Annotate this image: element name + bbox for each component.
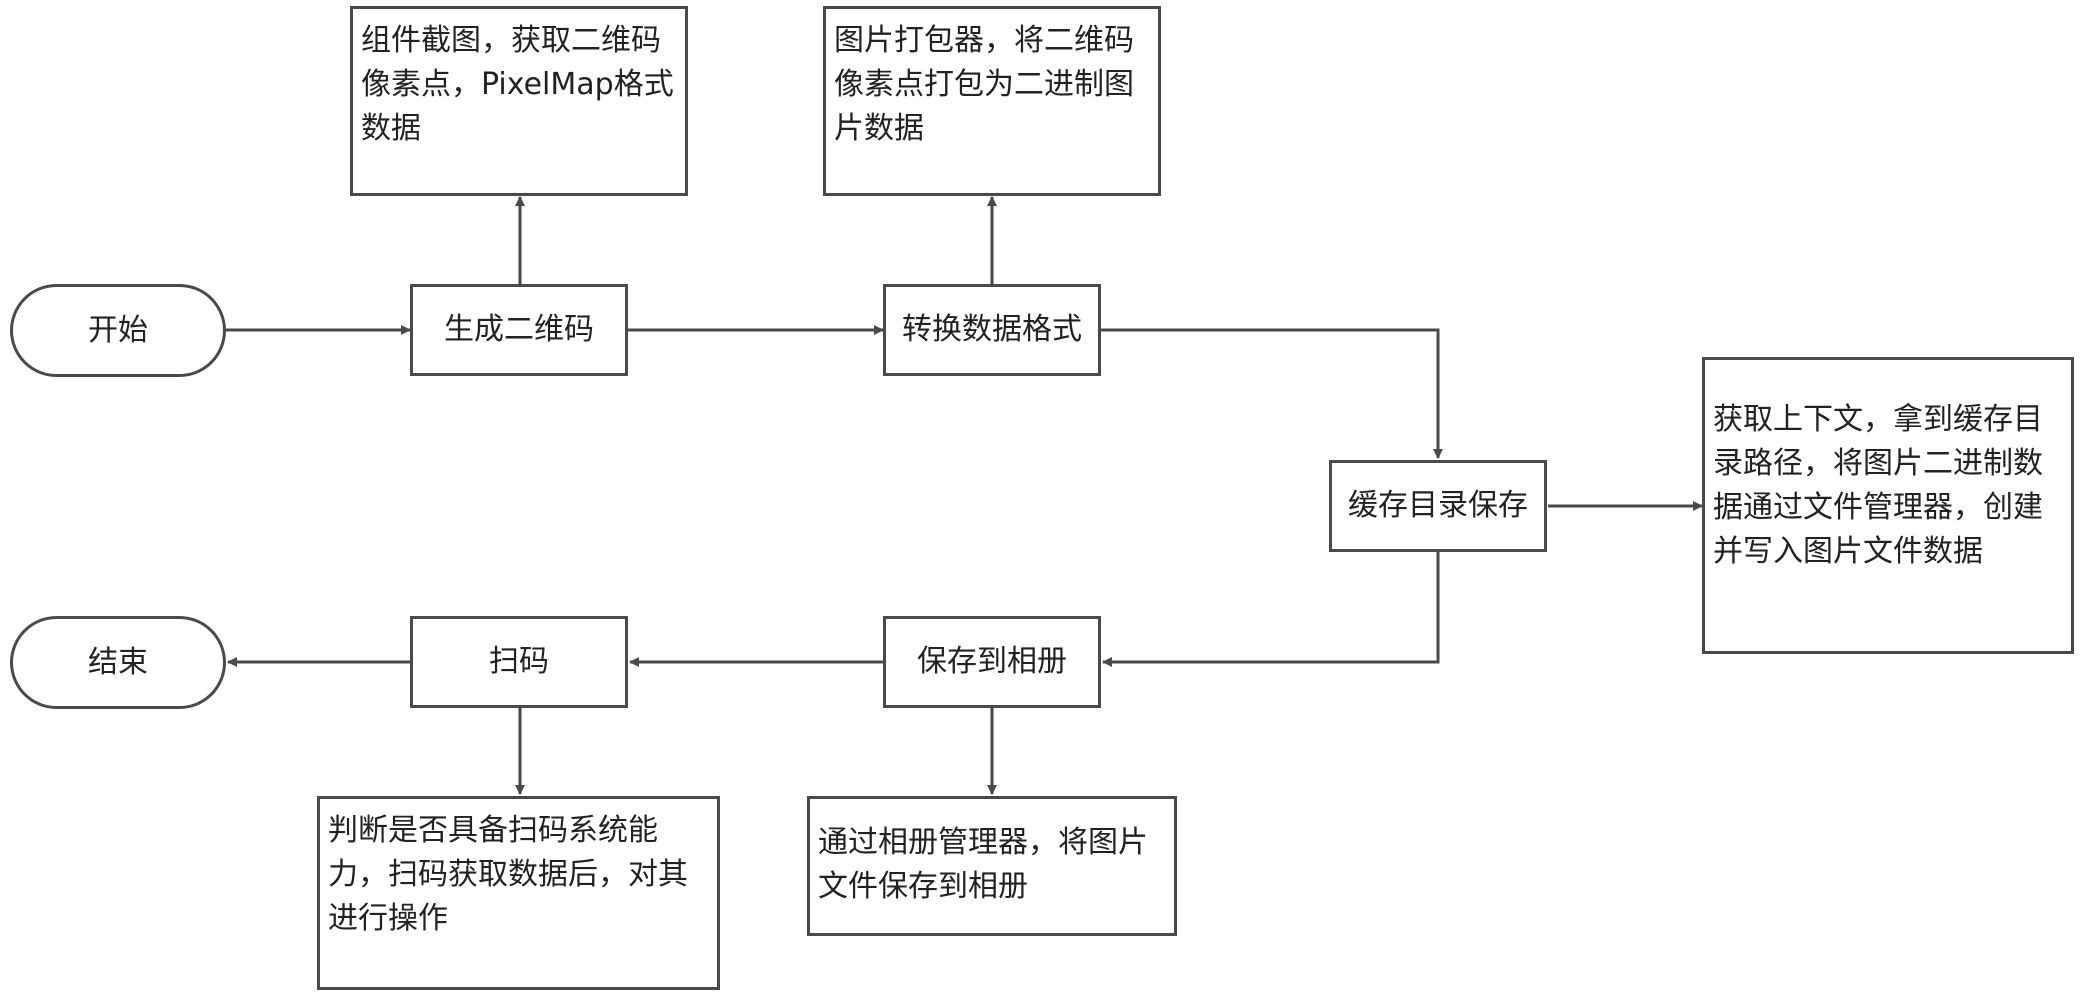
scan-node: 扫码 <box>410 616 628 708</box>
packer-note: 图片打包器，将二维码像素点打包为二进制图片数据 <box>823 6 1161 196</box>
cache-detail-note: 获取上下文，拿到缓存目录路径，将图片二进制数据通过文件管理器，创建并写入图片文件… <box>1702 357 2074 654</box>
generate-qr-node: 生成二维码 <box>410 284 628 376</box>
arrow-convert-to-cache <box>1100 328 1443 459</box>
packer-note-text: 图片打包器，将二维码像素点打包为二进制图片数据 <box>834 23 1134 146</box>
scan-detail-note: 判断是否具备扫码系统能力，扫码获取数据后，对其进行操作 <box>317 796 720 990</box>
start-label: 开始 <box>88 312 148 348</box>
album-detail-note: 通过相册管理器，将图片文件保存到相册 <box>807 796 1177 936</box>
snapshot-note: 组件截图，获取二维码像素点，PixelMap格式数据 <box>350 6 688 196</box>
save-album-node: 保存到相册 <box>883 616 1101 708</box>
arrow-cache-to-album <box>1102 552 1440 667</box>
scan-label: 扫码 <box>489 644 549 679</box>
album-detail-note-text: 通过相册管理器，将图片文件保存到相册 <box>818 825 1148 904</box>
generate-qr-label: 生成二维码 <box>444 312 594 347</box>
scan-detail-note-text: 判断是否具备扫码系统能力，扫码获取数据后，对其进行操作 <box>328 813 688 936</box>
cache-detail-note-text: 获取上下文，拿到缓存目录路径，将图片二进制数据通过文件管理器，创建并写入图片文件… <box>1713 402 2043 569</box>
save-album-label: 保存到相册 <box>917 644 1067 679</box>
cache-save-node: 缓存目录保存 <box>1329 460 1547 552</box>
convert-format-node: 转换数据格式 <box>883 284 1101 376</box>
convert-format-label: 转换数据格式 <box>902 312 1082 347</box>
snapshot-note-text: 组件截图，获取二维码像素点，PixelMap格式数据 <box>361 23 674 146</box>
start-node: 开始 <box>10 284 226 377</box>
end-node: 结束 <box>10 616 226 709</box>
cache-save-label: 缓存目录保存 <box>1348 488 1528 523</box>
end-label: 结束 <box>88 644 148 680</box>
